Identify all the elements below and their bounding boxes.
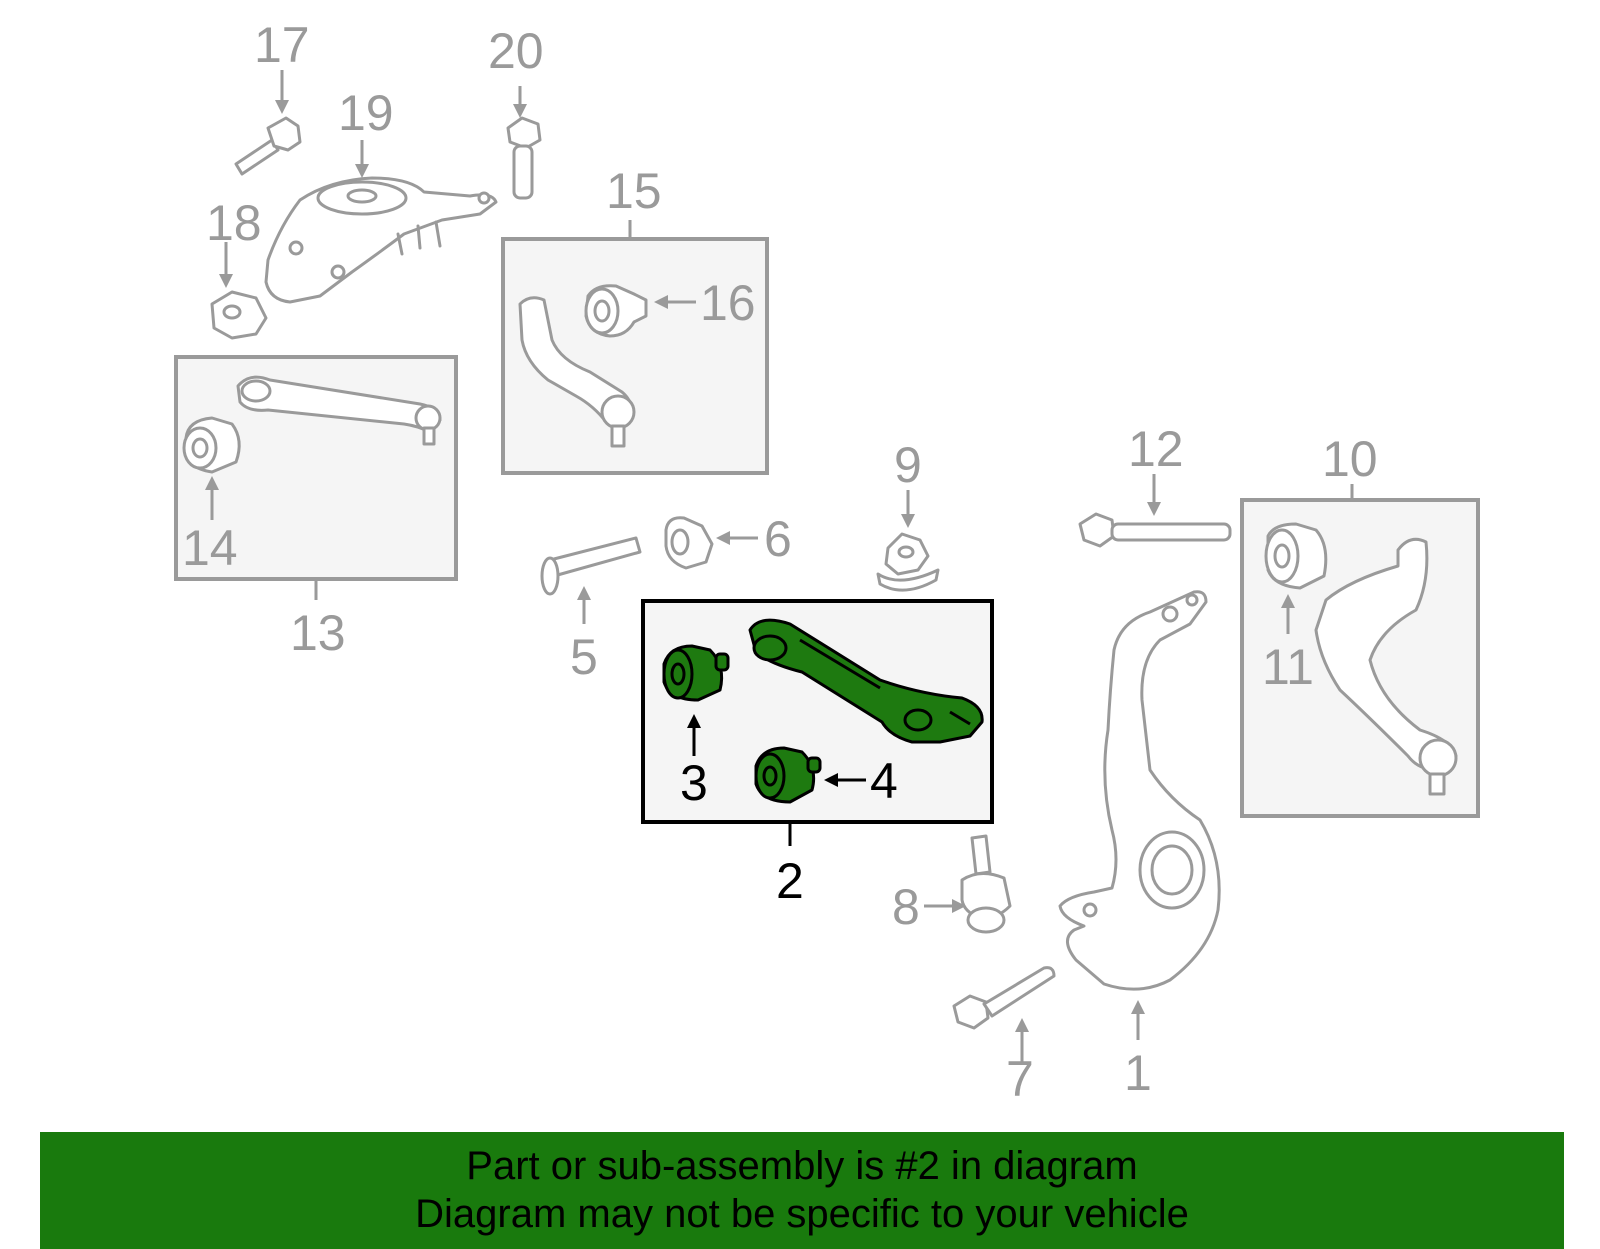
banner-line-2: Diagram may not be specific to your vehi… [415, 1192, 1189, 1236]
leader-12 [1147, 474, 1161, 516]
control-arm-13 [236, 375, 442, 446]
leader-17 [275, 70, 289, 114]
banner-line-1: Part or sub-assembly is #2 in diagram [466, 1144, 1138, 1188]
bolt-12 [1078, 512, 1232, 548]
callout-10: 10 [1322, 431, 1378, 487]
nut-6 [664, 516, 714, 570]
callout-8: 8 [892, 879, 920, 935]
bolt-7 [952, 966, 1056, 1030]
bushing-14 [182, 416, 241, 474]
leader-4 [824, 773, 866, 787]
leader-11 [1281, 594, 1295, 634]
callout-5: 5 [570, 629, 598, 685]
callout-2: 2 [776, 853, 804, 909]
callout-13: 13 [290, 605, 346, 661]
control-arm-2[interactable] [748, 618, 984, 744]
bolt-17 [234, 116, 302, 176]
lower-arm-10 [1314, 537, 1458, 796]
subframe-bracket-19 [264, 176, 498, 304]
leader-18 [219, 242, 233, 288]
callout-18: 18 [206, 195, 262, 251]
steering-knuckle-1 [1058, 590, 1221, 991]
link-arm-15 [518, 296, 636, 448]
bolt-5 [540, 536, 642, 596]
leader-8 [924, 899, 966, 913]
ball-joint-8 [960, 834, 1012, 934]
callout-1: 1 [1124, 1045, 1152, 1101]
callout-16: 16 [700, 275, 756, 331]
callout-3: 3 [680, 755, 708, 811]
callout-12: 12 [1128, 421, 1184, 477]
bushing-16 [584, 284, 648, 338]
callout-17: 17 [254, 17, 310, 73]
bushing-4[interactable] [754, 746, 822, 804]
callout-15: 15 [606, 163, 662, 219]
leader-20 [513, 86, 527, 118]
bushing-11 [1264, 522, 1328, 590]
leader-5 [577, 586, 591, 624]
callout-11: 11 [1262, 639, 1314, 695]
bolt-20 [506, 116, 542, 200]
callout-4: 4 [870, 753, 898, 809]
callout-7: 7 [1006, 1051, 1034, 1107]
nut-9 [876, 532, 940, 592]
bushing-3[interactable] [662, 644, 730, 702]
leader-7 [1015, 1018, 1029, 1064]
info-banner: Part or sub-assembly is #2 in diagram Di… [40, 1132, 1564, 1249]
callout-6: 6 [764, 511, 792, 567]
leader-19 [355, 140, 369, 178]
leader-3 [687, 714, 701, 756]
callout-20: 20 [488, 23, 544, 79]
callout-19: 19 [338, 85, 394, 141]
nut-18 [210, 290, 268, 340]
callout-9: 9 [894, 437, 922, 493]
callout-14: 14 [182, 520, 238, 576]
leader-1 [1131, 1000, 1145, 1040]
leader-6 [716, 531, 758, 545]
leader-14 [205, 476, 219, 520]
leader-9 [901, 490, 915, 528]
leader-16 [654, 295, 696, 309]
